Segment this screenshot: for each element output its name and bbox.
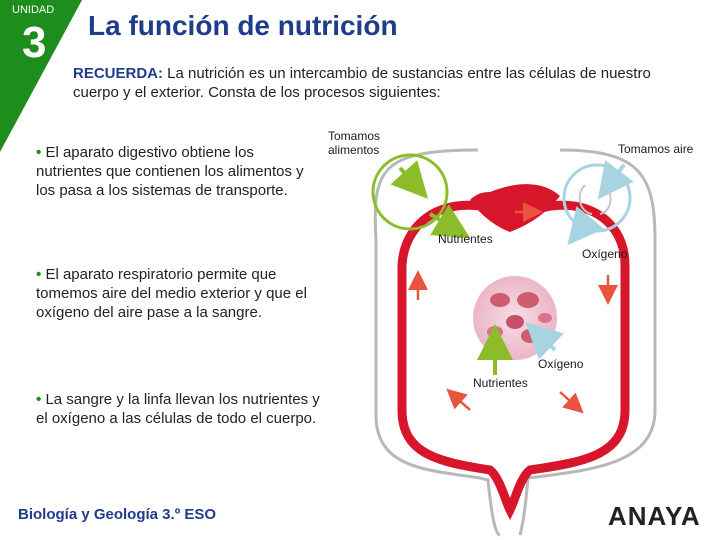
point-text: El aparato respiratorio permite que tome… (36, 266, 307, 321)
food-arrow-icon (390, 160, 429, 199)
nutrient-arrow-icon (428, 204, 471, 239)
air-arrow-icon (597, 160, 634, 200)
unit-number: 3 (22, 18, 47, 67)
recuerda-label: RECUERDA: (73, 65, 163, 82)
cell-icon (517, 292, 539, 308)
label-tomamos-aire: Tomamos aire (618, 142, 694, 156)
point-circulatory: • La sangre y la linfa llevan los nutrie… (36, 390, 326, 428)
flow-arrow-icon (559, 391, 584, 414)
bullet-icon: • (36, 144, 42, 161)
unit-label: UNIDAD (12, 4, 55, 16)
footer-book-title: Biología y Geología 3.º ESO (18, 506, 217, 523)
anaya-logo: ANAYA (608, 501, 701, 530)
unit-corner-badge (0, 0, 82, 152)
point-digestive: • El aparato digestivo obtiene los nutri… (36, 143, 311, 200)
air-intake-circle (562, 163, 632, 233)
food-intake-circle (371, 153, 449, 231)
oxygen-arrow-icon (567, 206, 605, 246)
svg-text:ANAYA: ANAYA (608, 501, 701, 530)
bullet-icon: • (36, 266, 42, 283)
cell-icon (506, 315, 524, 329)
label-oxigeno-top: Oxígeno (582, 247, 628, 261)
blood-vessel-loop (397, 200, 630, 521)
point-text: La sangre y la linfa llevan los nutrient… (36, 391, 320, 427)
label-tomamos: Tomamos (328, 129, 381, 143)
oxygen-to-cells-arrow-icon (525, 321, 564, 360)
label-oxigeno-bottom: Oxígeno (538, 357, 584, 371)
page-title: La función de nutrición (88, 10, 398, 41)
label-alimentos: alimentos (328, 143, 380, 157)
point-respiratory: • El aparato respiratorio permite que to… (36, 265, 321, 322)
heart-shape (470, 184, 560, 232)
flow-arrow-icon (446, 388, 471, 411)
label-nutrientes-top: Nutrientes (438, 232, 493, 246)
cell-icon (538, 313, 552, 323)
point-text: El aparato digestivo obtiene los nutrien… (36, 144, 304, 199)
cell-icon (490, 293, 510, 307)
recuerda-text: La nutrición es un intercambio de sustan… (73, 65, 651, 101)
recuerda-paragraph: RECUERDA: La nutrición es un intercambio… (73, 64, 698, 102)
label-nutrientes-bottom: Nutrientes (473, 376, 528, 390)
bullet-icon: • (36, 391, 42, 408)
